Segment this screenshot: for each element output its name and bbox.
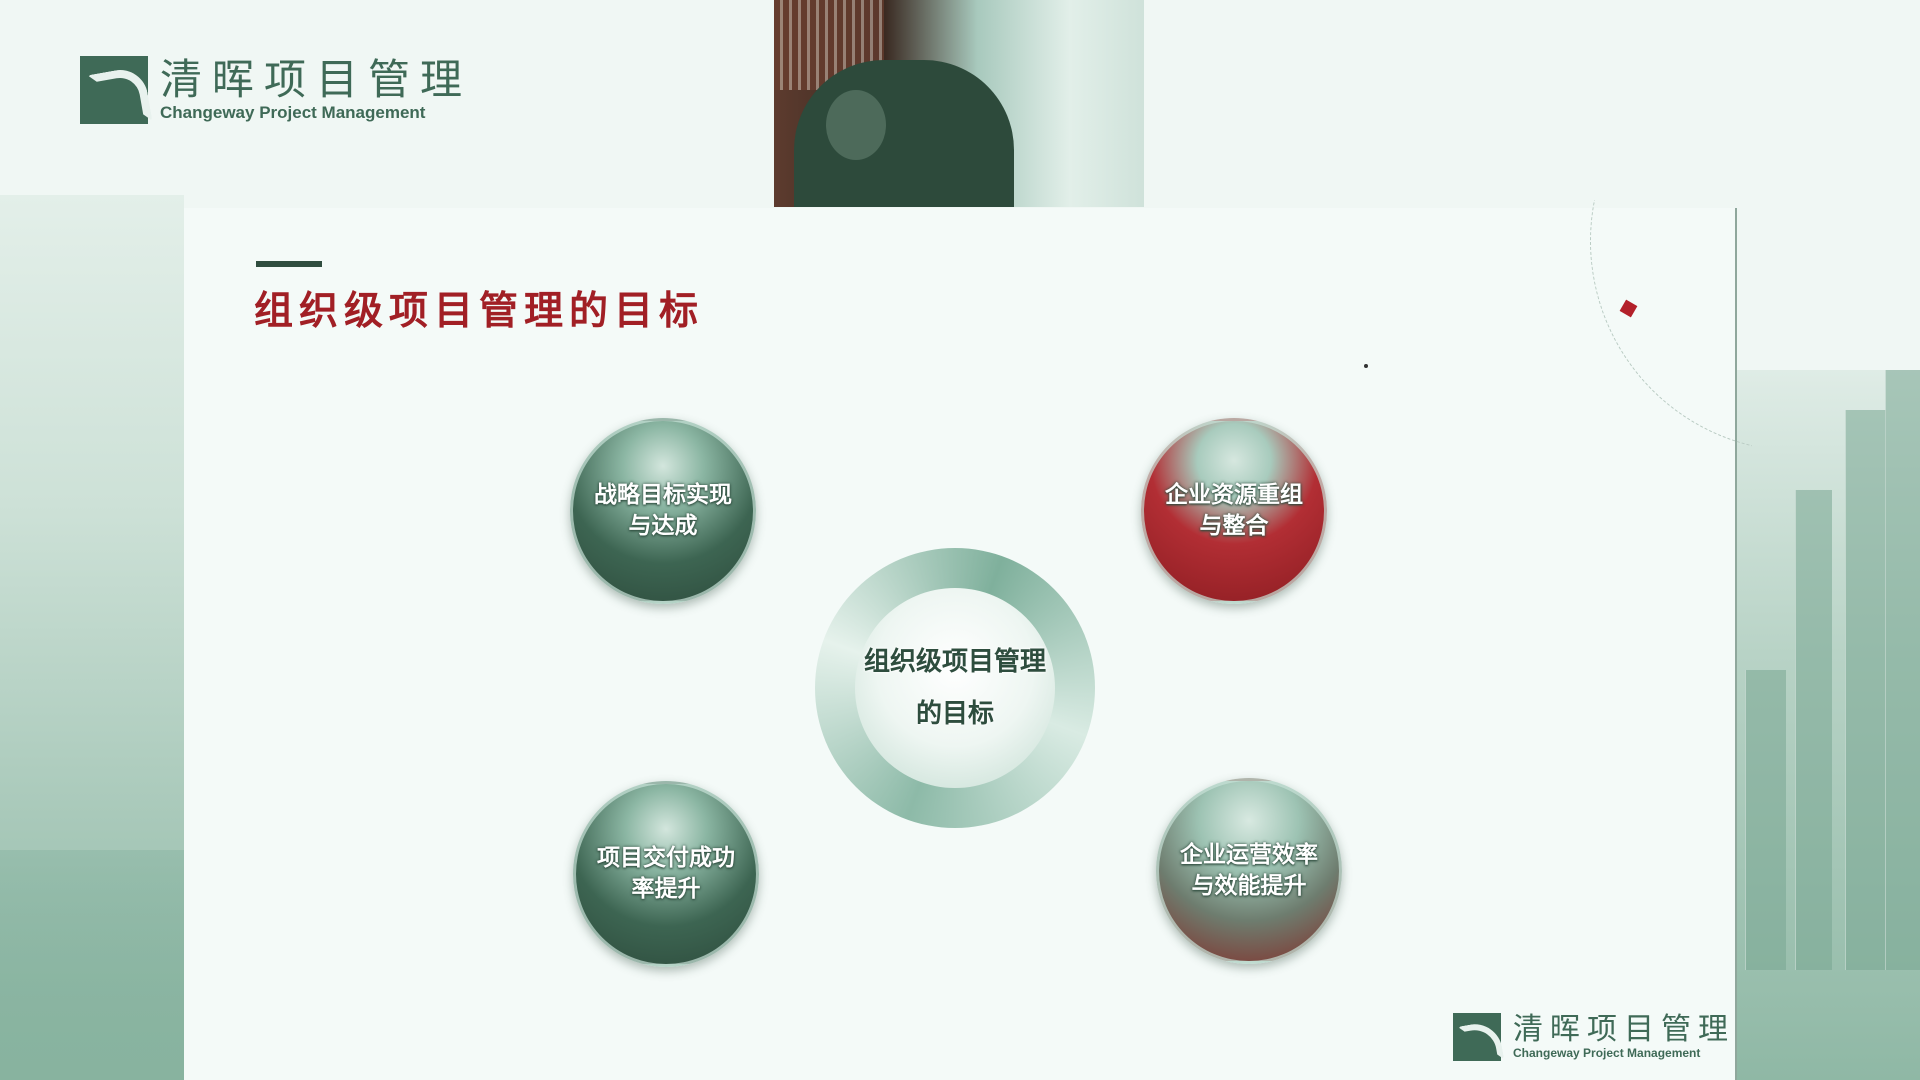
goal-circle-strategy: 战略目标实现与达成: [570, 418, 756, 604]
right-background-panel: [1735, 370, 1920, 1080]
goal-label: 项目交付成功率提升: [597, 845, 735, 902]
brand-mark-icon: [1453, 1013, 1501, 1061]
goal-circle-efficiency: 企业运营效率与效能提升: [1156, 778, 1342, 964]
center-ring-line1: 组织级项目管理: [863, 647, 1046, 677]
building-shape: [1845, 410, 1886, 970]
presenter-head: [826, 90, 886, 160]
goal-circle-resources: 企业资源重组与整合: [1141, 418, 1327, 604]
brand-logo-footer: 清晖项目管理 Changeway Project Management: [1453, 1013, 1735, 1061]
center-ring-line2: 的目标: [915, 699, 994, 729]
building-shape: [1795, 490, 1832, 970]
building-shape: [1885, 370, 1920, 970]
goal-circle-delivery: 项目交付成功率提升: [573, 781, 759, 967]
brand-name-en: Changeway Project Management: [160, 103, 426, 122]
center-ring-text: 组织级项目管理 的目标: [815, 548, 1095, 828]
center-ring-inner: [855, 588, 1055, 788]
center-ring: 组织级项目管理 的目标: [815, 548, 1095, 828]
brand-logo: 清晖项目管理 Changeway Project Management: [80, 56, 472, 124]
brand-name-en: Changeway Project Management: [1513, 1046, 1701, 1060]
building-shape: [1745, 670, 1786, 970]
goal-label: 企业运营效率与效能提升: [1180, 842, 1318, 899]
goal-label: 战略目标实现与达成: [594, 482, 732, 539]
brand-mark-icon: [80, 56, 148, 124]
title-accent-bar: [256, 261, 322, 267]
brand-name-cn: 清晖项目管理: [1513, 1012, 1735, 1047]
slide-title: 组织级项目管理的目标: [254, 289, 705, 334]
brand-name-cn: 清晖项目管理: [160, 55, 473, 104]
decorative-dot: [1364, 364, 1368, 368]
left-background-panel: [0, 195, 184, 1080]
goal-label: 企业资源重组与整合: [1165, 482, 1303, 539]
webcam-video: [774, 0, 1144, 207]
